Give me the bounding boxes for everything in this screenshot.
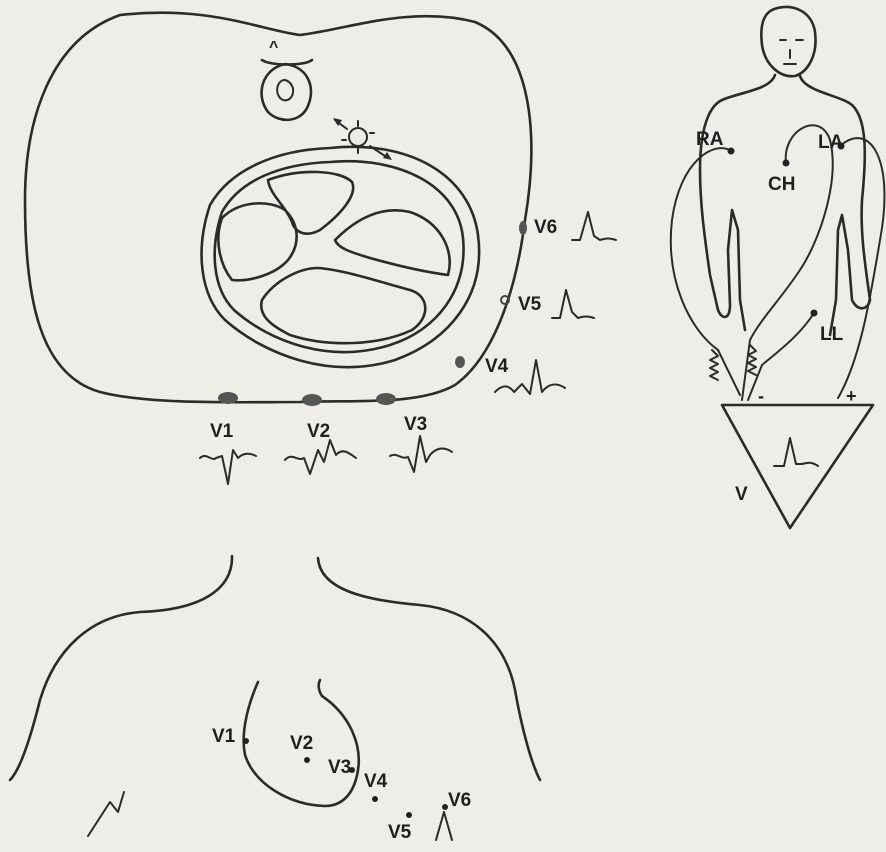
waveform-v3 bbox=[390, 436, 452, 472]
front-chest-view: V1 V2 V3 V4 V5 V6 bbox=[10, 556, 540, 843]
electrode-ll bbox=[811, 310, 818, 317]
label-plus: + bbox=[846, 386, 857, 406]
heart-outer bbox=[202, 147, 480, 367]
body-lead-figure: RA CH LA LL - + V bbox=[671, 7, 885, 528]
label-v4: V4 bbox=[485, 356, 509, 377]
precordial-dot-v2 bbox=[304, 757, 310, 763]
waveform-v5 bbox=[552, 290, 594, 318]
waveform-v1 bbox=[200, 450, 256, 484]
heart-inner bbox=[215, 161, 464, 352]
precordial-dot-v4 bbox=[372, 796, 378, 802]
torso-outline bbox=[700, 75, 775, 330]
vertebra bbox=[262, 60, 312, 120]
label-v2: V2 bbox=[307, 421, 330, 442]
label-v6: V6 bbox=[534, 217, 557, 238]
wire-la bbox=[838, 138, 884, 398]
left-ventricle bbox=[335, 210, 450, 275]
einthoven-triangle bbox=[722, 405, 873, 528]
heart-cross-section bbox=[202, 147, 480, 367]
chest-label-v4: V4 bbox=[364, 771, 388, 792]
label-la: LA bbox=[818, 132, 844, 153]
electrode-ra bbox=[728, 148, 735, 155]
electrode-ch bbox=[783, 160, 790, 167]
electrode-v6 bbox=[519, 221, 527, 235]
chest-label-v1: V1 bbox=[212, 726, 236, 747]
label-v-lead: V bbox=[735, 484, 748, 505]
aorta-symbol bbox=[333, 118, 392, 160]
electrode-v2 bbox=[302, 394, 322, 406]
head bbox=[761, 7, 815, 76]
label-v1: V1 bbox=[210, 421, 234, 442]
left-atrium bbox=[268, 172, 353, 234]
thorax-cross-section: ^ bbox=[25, 13, 616, 484]
right-ventricle bbox=[261, 268, 425, 343]
waveform-v-lead bbox=[774, 438, 818, 466]
waveform-v6-front bbox=[436, 812, 452, 840]
electrode-v3 bbox=[376, 393, 396, 405]
right-atrium bbox=[218, 203, 296, 280]
torso-outline-right bbox=[800, 76, 870, 335]
right-neck-shoulder bbox=[318, 558, 540, 780]
waveform-v6 bbox=[572, 212, 616, 240]
precordial-dot-v1 bbox=[243, 738, 249, 744]
electrode-v4 bbox=[455, 356, 465, 368]
apex-caret: ^ bbox=[269, 39, 278, 56]
label-ch: CH bbox=[768, 174, 795, 195]
electrode-v1 bbox=[218, 392, 238, 404]
chest-label-v3: V3 bbox=[328, 757, 351, 778]
waveform-v2 bbox=[285, 440, 356, 474]
left-neck-shoulder bbox=[10, 556, 232, 780]
chest-label-v6: V6 bbox=[448, 790, 471, 811]
label-v3: V3 bbox=[404, 414, 427, 435]
label-ra: RA bbox=[696, 129, 724, 150]
chest-label-v5: V5 bbox=[388, 822, 412, 843]
label-minus: - bbox=[758, 386, 764, 406]
face-features bbox=[780, 40, 803, 64]
chest-label-v2: V2 bbox=[290, 733, 313, 754]
precordial-dot-v5 bbox=[406, 812, 412, 818]
label-v5: V5 bbox=[518, 294, 542, 315]
left-arm-stub bbox=[88, 792, 124, 836]
label-ll: LL bbox=[820, 324, 844, 345]
